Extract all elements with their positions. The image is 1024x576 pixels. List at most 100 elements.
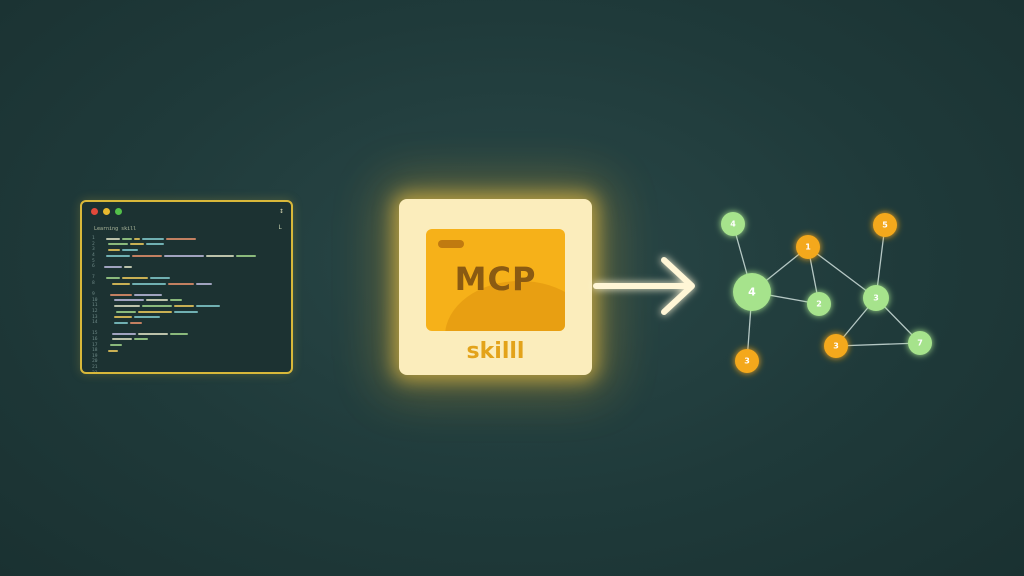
code-token <box>174 304 194 307</box>
line-number: 4 <box>92 253 95 259</box>
line-number: 22 <box>92 370 98 374</box>
code-line: 22 <box>92 370 288 374</box>
graph-node-n8[interactable]: 3 <box>824 334 848 358</box>
code-line: 4 <box>92 253 288 259</box>
graph-node-n9[interactable]: 7 <box>908 331 932 355</box>
code-token <box>170 332 188 335</box>
code-token <box>130 321 142 324</box>
code-header-marker: L <box>278 224 282 231</box>
code-token <box>134 316 160 319</box>
line-number: 13 <box>92 314 98 320</box>
close-dot[interactable] <box>91 208 98 215</box>
graph-node-circle <box>721 212 745 236</box>
graph-node-circle <box>908 331 932 355</box>
code-token <box>132 254 162 257</box>
code-token <box>112 338 132 341</box>
network-graph: 4 1 5 4 2 3 3 3 7 <box>721 212 932 373</box>
graph-node-circle <box>735 349 759 373</box>
code-line: 11 <box>92 303 288 309</box>
right-arrow-icon <box>593 257 695 315</box>
code-token <box>196 282 212 285</box>
code-token <box>206 254 234 257</box>
code-token <box>114 304 140 307</box>
maximize-dot[interactable] <box>115 208 122 215</box>
code-token <box>114 316 132 319</box>
code-token <box>122 276 148 279</box>
code-line: 21 <box>92 365 288 371</box>
code-line: 13 <box>92 314 288 320</box>
window-controls <box>91 208 122 215</box>
line-number: 11 <box>92 303 98 309</box>
line-number: 12 <box>92 309 98 315</box>
code-header-title: Learning skill <box>94 226 137 232</box>
line-number: 20 <box>92 359 98 365</box>
code-token <box>106 276 120 279</box>
skill-title: MCP <box>454 260 537 298</box>
code-line: 7 <box>92 275 288 281</box>
code-token <box>174 310 198 313</box>
line-number: 1 <box>92 236 95 242</box>
graph-node-n5[interactable]: 2 <box>807 292 831 316</box>
graph-node-n7[interactable]: 3 <box>735 349 759 373</box>
skill-folder: MCP <box>426 229 565 331</box>
code-token <box>108 248 120 251</box>
graph-node-label: 3 <box>873 294 879 303</box>
line-number: 7 <box>92 275 95 281</box>
graph-node-n6[interactable]: 3 <box>863 285 889 311</box>
code-line: 19 <box>92 353 288 359</box>
code-token <box>116 310 136 313</box>
graph-node-label: 4 <box>730 220 736 229</box>
code-line: 16 <box>92 337 288 343</box>
code-token <box>150 276 170 279</box>
graph-node-circle <box>863 285 889 311</box>
graph-node-circle <box>796 235 820 259</box>
line-number: 10 <box>92 297 98 303</box>
code-token <box>134 338 148 341</box>
code-token <box>170 299 182 302</box>
graph-node-label: 1 <box>805 243 811 252</box>
folder-tab <box>438 240 464 248</box>
code-token <box>104 265 122 268</box>
code-token <box>134 237 140 240</box>
code-token <box>112 282 130 285</box>
line-number: 3 <box>92 247 95 253</box>
graph-node-n1[interactable]: 4 <box>721 212 745 236</box>
resize-icon[interactable]: ↕ <box>279 206 284 215</box>
code-token <box>114 299 144 302</box>
graph-node-label: 3 <box>744 357 750 366</box>
code-token <box>110 344 122 347</box>
graph-node-circle <box>807 292 831 316</box>
graph-node-circle <box>733 273 771 311</box>
graph-node-circle <box>873 213 897 237</box>
line-number: 21 <box>92 364 98 370</box>
code-token <box>122 248 138 251</box>
code-line: 1 <box>92 236 288 242</box>
graph-node-n4[interactable]: 4 <box>733 273 771 311</box>
code-token <box>122 237 132 240</box>
code-token <box>168 282 194 285</box>
line-number: 2 <box>92 241 95 247</box>
graph-edge <box>807 246 877 299</box>
code-token <box>108 349 118 352</box>
code-token <box>124 265 132 268</box>
code-token <box>146 243 164 246</box>
code-token <box>106 254 130 257</box>
code-token <box>164 254 204 257</box>
code-token <box>106 237 120 240</box>
line-number: 14 <box>92 320 98 326</box>
mcp-skill-card[interactable]: MCP skilll <box>399 199 592 375</box>
minimize-dot[interactable] <box>103 208 110 215</box>
code-token <box>138 310 172 313</box>
code-line: 20 <box>92 359 288 365</box>
line-number: 15 <box>92 331 98 337</box>
code-line: 12 <box>92 309 288 315</box>
code-line: 9 <box>92 292 288 298</box>
code-token <box>236 254 256 257</box>
graph-node-n2[interactable]: 1 <box>796 235 820 259</box>
graph-node-label: 7 <box>917 339 923 348</box>
code-line: 6 <box>92 264 288 270</box>
graph-node-n3[interactable]: 5 <box>873 213 897 237</box>
code-line: 18 <box>92 348 288 354</box>
